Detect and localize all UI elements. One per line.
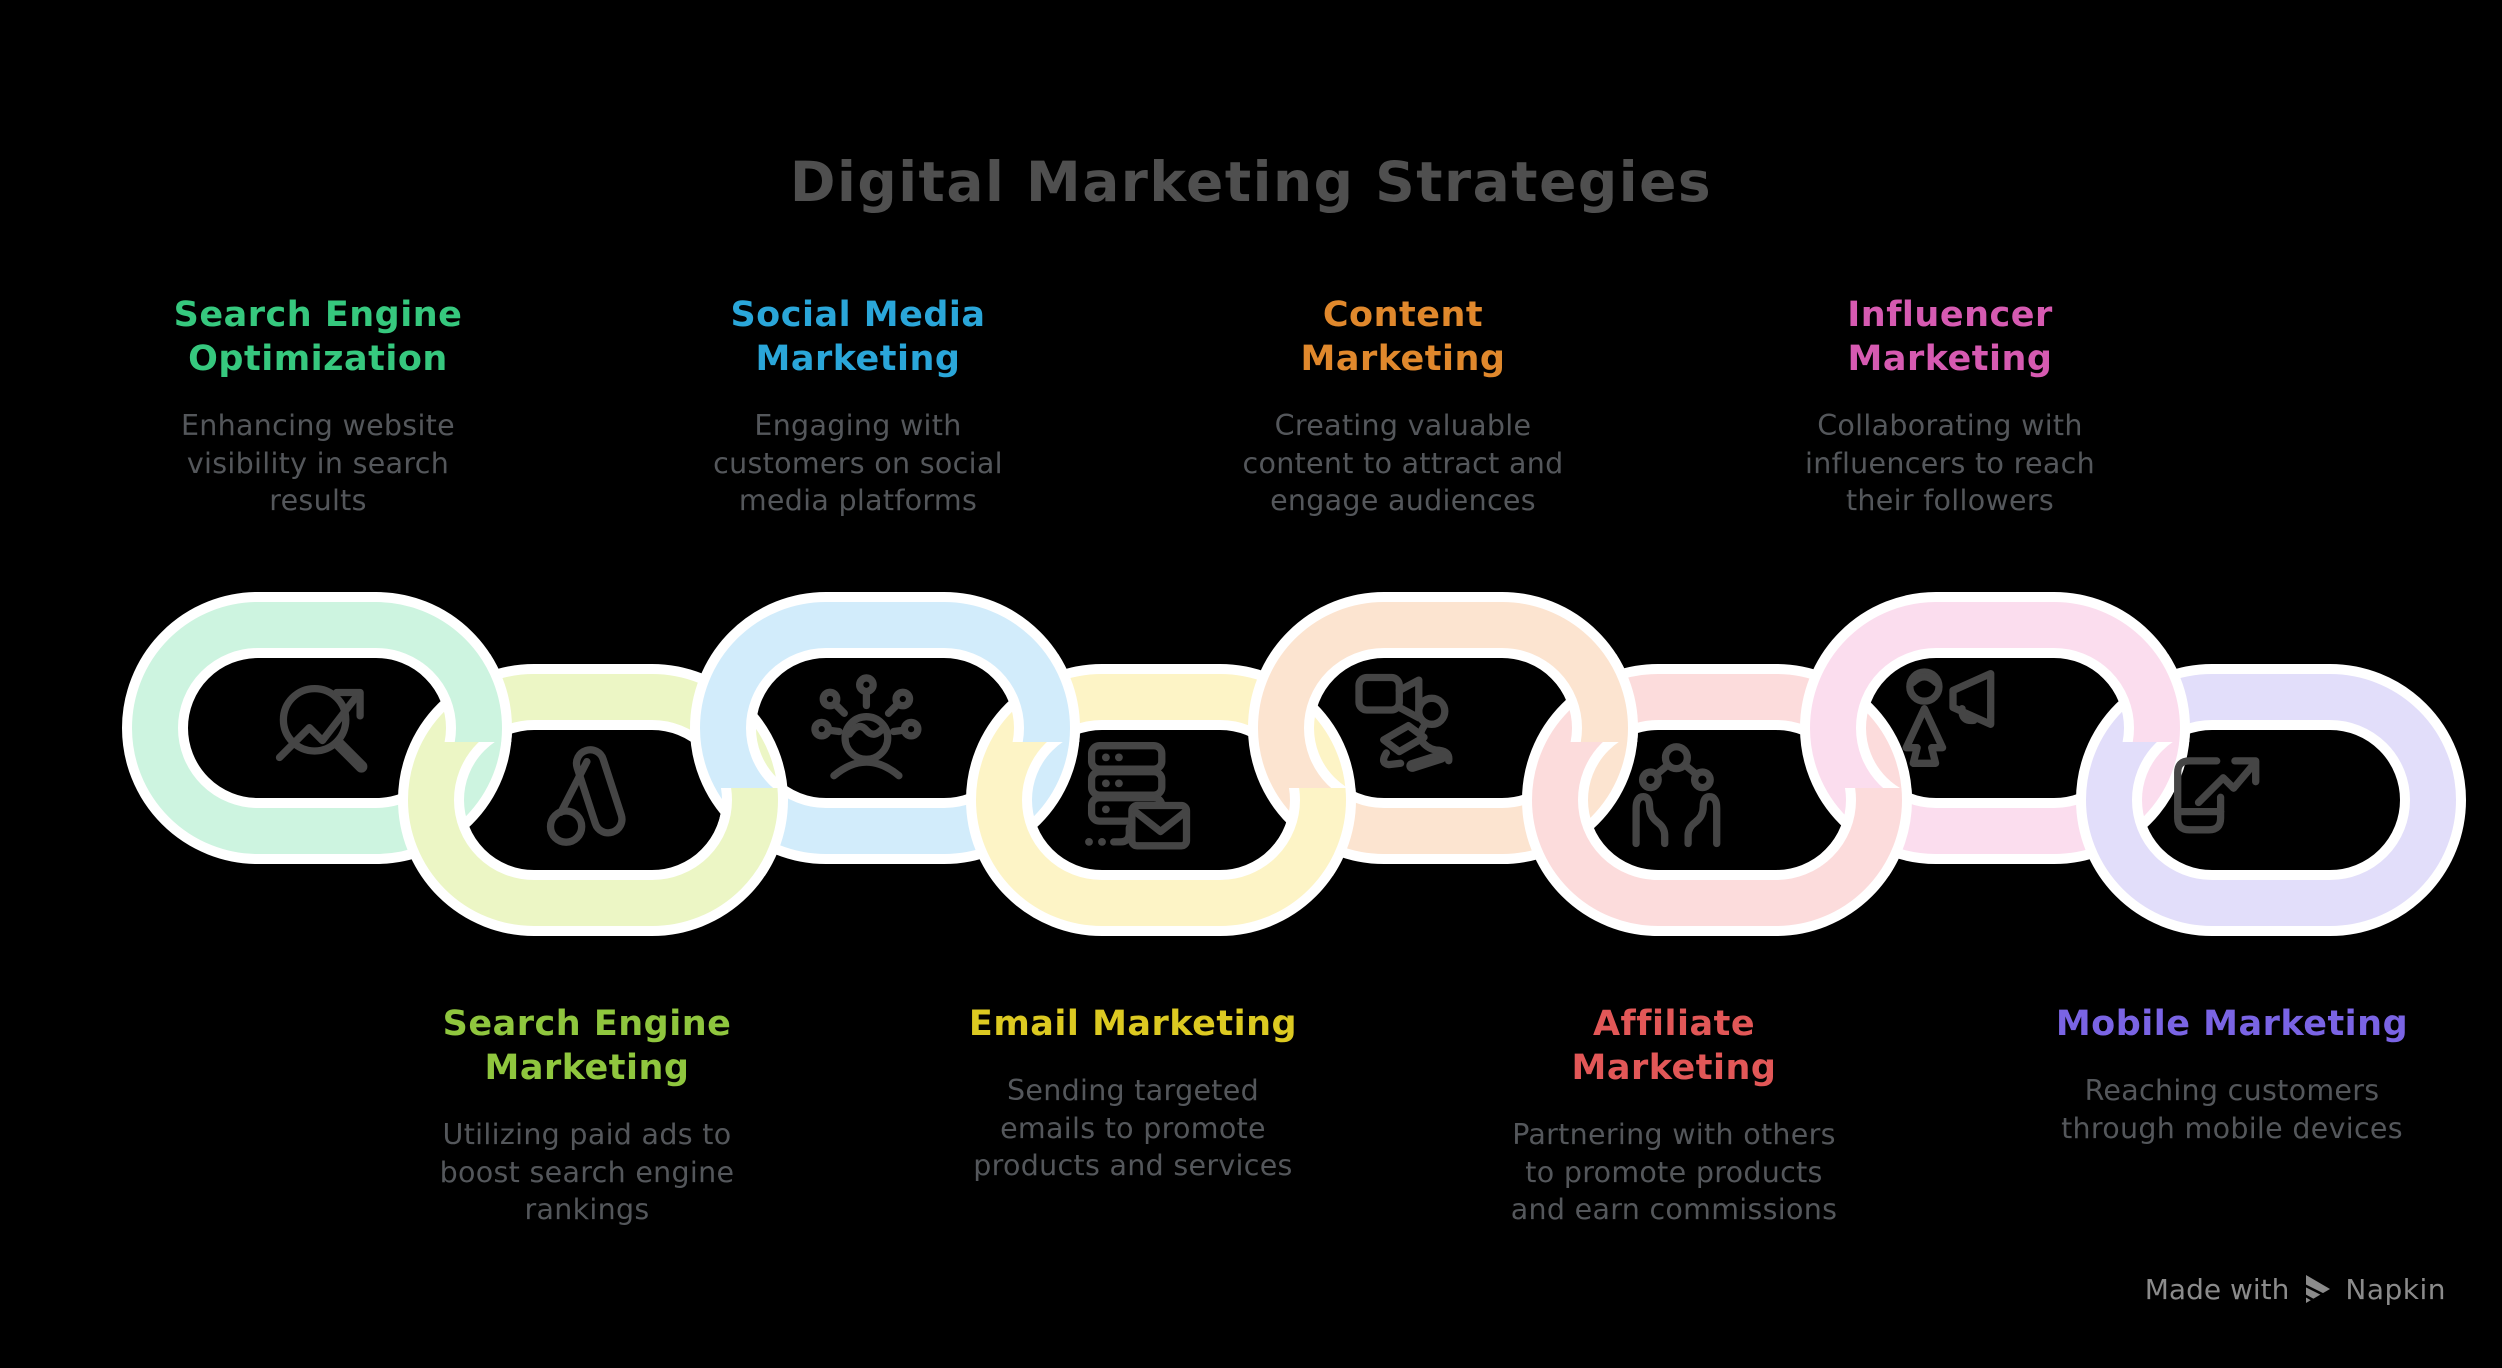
hands-network-icon — [1632, 743, 1721, 848]
chain-weave-segment — [1548, 654, 1638, 742]
strategy-description: Enhancing website visibility in search r… — [181, 409, 455, 518]
chain-weave-segment — [1266, 788, 1356, 876]
google-ads-icon — [546, 746, 626, 846]
person-megaphone-icon — [1902, 668, 1995, 767]
strategy-title: Influencer Marketing — [1847, 295, 2053, 380]
phone-trend-icon — [2174, 757, 2260, 834]
napkin-credit: Made with Napkin — [2145, 1272, 2446, 1306]
strategy-card-search-engine-optimization: Search Engine Optimization Enhancing web… — [128, 293, 508, 520]
person-network-icon — [811, 674, 922, 780]
chain-weave-segment — [422, 654, 512, 742]
seo-search-trend-icon — [275, 684, 368, 773]
page-title: Digital Marketing Strategies — [789, 150, 1713, 214]
strategy-title: Email Marketing — [968, 1004, 1298, 1044]
strategy-card-affiliate-marketing: Affiliate Marketing Partnering with othe… — [1511, 1002, 1837, 1229]
strategy-title: Social Media Marketing — [730, 295, 986, 380]
napkin-logo-icon — [2304, 1275, 2331, 1303]
strategy-description: Sending targeted emails to promote produ… — [973, 1074, 1293, 1183]
credit-brand-text: Napkin — [2345, 1272, 2446, 1306]
credit-made-with-text: Made with — [2144, 1272, 2290, 1306]
strategy-description: Utilizing paid ads to boost search engin… — [439, 1118, 735, 1227]
server-envelope-icon — [1085, 742, 1191, 850]
strategy-title: Search Engine Optimization — [173, 295, 463, 380]
strategy-title: Search Engine Marketing — [442, 1004, 732, 1089]
chain-weave-segment — [990, 654, 1080, 742]
strategy-description: Collaborating with influencers to reach … — [1805, 409, 2095, 518]
video-creator-icon — [1355, 673, 1453, 772]
strategy-title: Mobile Marketing — [2055, 1004, 2409, 1044]
strategy-card-social-media-marketing: Social Media Marketing Engaging with cus… — [668, 293, 1048, 520]
strategy-description: Creating valuable content to attract and… — [1242, 409, 1564, 518]
strategy-title: Affiliate Marketing — [1571, 1004, 1777, 1089]
chain-weave-segment — [1822, 788, 1912, 876]
strategy-card-email-marketing: Email Marketing Sending targeted emails … — [923, 1002, 1343, 1185]
strategy-description: Reaching customers through mobile device… — [2061, 1074, 2403, 1145]
strategy-title: Content Marketing — [1300, 295, 1506, 380]
strategy-description: Engaging with customers on social media … — [713, 409, 1003, 518]
strategy-card-mobile-marketing: Mobile Marketing Reaching customers thro… — [2022, 1002, 2442, 1147]
chain-weave-segment — [2100, 654, 2190, 742]
strategy-description: Partnering with others to promote produc… — [1510, 1118, 1838, 1227]
chain-weave-segment — [698, 788, 788, 876]
strategy-card-content-marketing: Content Marketing Creating valuable cont… — [1243, 293, 1564, 520]
strategy-card-search-engine-marketing: Search Engine Marketing Utilizing paid a… — [397, 1002, 777, 1229]
strategy-card-influencer-marketing: Influencer Marketing Collaborating with … — [1788, 293, 2112, 520]
chain-ring-mobile — [2076, 664, 2466, 936]
